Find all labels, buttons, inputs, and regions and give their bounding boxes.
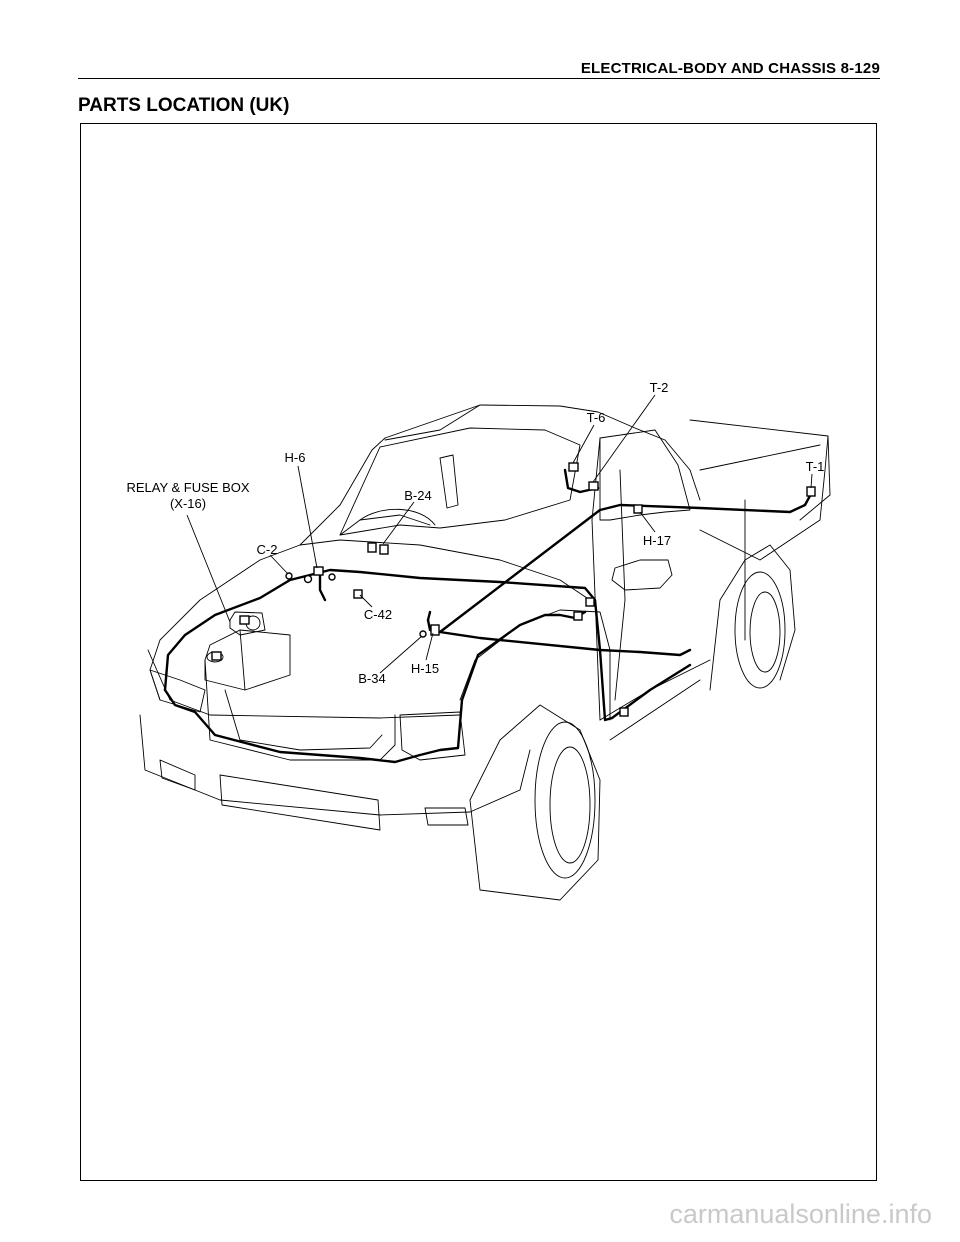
connector-fender-b xyxy=(585,597,595,607)
connectors xyxy=(211,462,816,717)
page-header-title: ELECTRICAL-BODY AND CHASSIS 8-129 xyxy=(580,60,880,77)
connector-relay xyxy=(239,615,250,625)
connector-b24-a xyxy=(367,542,377,553)
label-t6: T-6 xyxy=(587,410,606,425)
header-rule xyxy=(78,78,880,79)
connector-b34 xyxy=(419,630,427,638)
label-h15: H-15 xyxy=(411,661,439,676)
connector-t6 xyxy=(568,462,579,472)
connector-t1 xyxy=(806,486,816,497)
section-title: PARTS LOCATION (UK) xyxy=(78,95,290,116)
connector-fender-a xyxy=(573,611,583,621)
connector-t2 xyxy=(588,481,599,491)
connector-h15 xyxy=(430,624,440,636)
connector-h17 xyxy=(633,504,643,514)
connector-c2 xyxy=(285,572,293,580)
label-c2: C-2 xyxy=(257,542,278,557)
label-h6: H-6 xyxy=(285,450,306,465)
label-b24: B-24 xyxy=(404,488,431,503)
truck-outline xyxy=(139,404,831,901)
connector-b24-b xyxy=(379,544,389,555)
wiring-harness xyxy=(163,468,814,764)
leader-lines xyxy=(186,394,813,674)
label-t1: T-1 xyxy=(806,459,825,474)
label-c42: C-42 xyxy=(364,607,392,622)
connector-h6 xyxy=(313,566,324,576)
watermark-text: carmanualsonline.info xyxy=(669,1199,932,1229)
connector-c42 xyxy=(353,589,363,599)
label-h17: H-17 xyxy=(643,533,671,548)
connector-door xyxy=(619,707,629,717)
label-b34: B-34 xyxy=(358,671,385,686)
diagram-frame xyxy=(80,123,877,1181)
label-relay-fuse-box: RELAY & FUSE BOX xyxy=(126,480,249,495)
label-relay-fuse-box-code: (X-16) xyxy=(170,496,206,511)
connector-battery xyxy=(211,651,222,661)
connector-unlabeled-a xyxy=(303,574,313,584)
connector-unlabeled-b xyxy=(328,573,336,581)
label-t2: T-2 xyxy=(650,380,669,395)
